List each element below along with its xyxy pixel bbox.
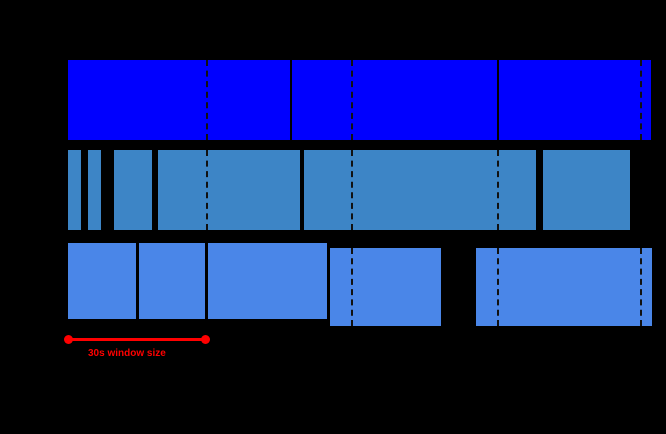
window-marker-row-1-3 [640,60,642,140]
window-marker-row-3-1 [497,248,499,326]
bar-segment-row-3-2 [208,243,327,319]
bar-segment-row-2-3 [158,150,300,230]
window-marker-row-1-1 [351,60,353,140]
window-size-arrow-start-cap [64,335,73,344]
window-marker-row-2-1 [351,150,353,230]
window-size-arrow-line [68,338,206,341]
window-size-label: 30s window size [88,348,166,359]
bar-segment-row-2-0 [68,150,81,230]
bar-segment-row-3-3 [330,248,441,326]
bar-segment-row-1-0 [68,60,290,140]
bar-segment-row-3-4 [476,248,652,326]
bar-segment-row-3-1 [139,243,205,319]
bar-segment-row-2-1 [88,150,101,230]
window-marker-row-3-2 [640,248,642,326]
window-size-arrow-end-cap [201,335,210,344]
bar-segment-row-2-5 [543,150,630,230]
window-marker-row-3-0 [351,248,353,326]
bar-segment-row-1-2 [499,60,651,140]
window-marker-row-2-2 [497,150,499,230]
bar-segment-row-2-2 [114,150,152,230]
bar-segment-row-3-0 [68,243,136,319]
window-marker-row-2-0 [206,150,208,230]
bar-segment-row-1-1 [292,60,497,140]
window-marker-row-1-0 [206,60,208,140]
